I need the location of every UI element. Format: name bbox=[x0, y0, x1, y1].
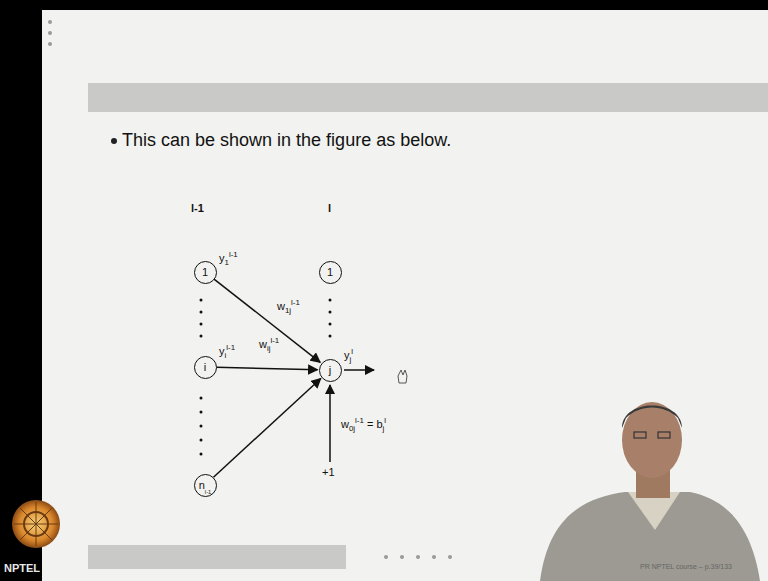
layer-label: l-1 bbox=[191, 202, 204, 214]
bias-input-label: +1 bbox=[322, 466, 335, 478]
footer-text: PR NPTEL course – p.39/133 bbox=[640, 563, 732, 571]
input-neuron: nl-1 bbox=[194, 474, 217, 497]
output-neuron: 1 bbox=[319, 261, 342, 284]
neuron-index: 1 bbox=[327, 267, 333, 278]
neuron-index: n bbox=[199, 480, 205, 491]
weight-label: wijl-1 bbox=[258, 338, 280, 350]
weight-connection bbox=[214, 279, 320, 362]
bullet-text: This can be shown in the figure as below… bbox=[122, 131, 451, 151]
layer-label: l bbox=[328, 202, 331, 214]
bias-weight-label: w0jl-1 = bjl bbox=[341, 418, 386, 430]
activation-label: yil-1 bbox=[219, 345, 235, 357]
input-neuron: 1 bbox=[194, 261, 217, 284]
input-neuron: i bbox=[194, 356, 217, 379]
weight-connection bbox=[216, 367, 317, 369]
output-neuron: j bbox=[319, 359, 342, 382]
neuron-index: l-1 bbox=[205, 485, 211, 493]
logo-text: NPTEL bbox=[4, 562, 40, 574]
activation-label: yjl bbox=[344, 349, 353, 361]
neuron-index: 1 bbox=[202, 267, 208, 278]
neuron-index: i bbox=[204, 362, 206, 373]
neuron-index: j bbox=[329, 365, 331, 376]
weight-label: w1jl-1 bbox=[276, 300, 301, 312]
activation-label: y1l-1 bbox=[219, 252, 238, 264]
weight-connection bbox=[213, 378, 320, 477]
